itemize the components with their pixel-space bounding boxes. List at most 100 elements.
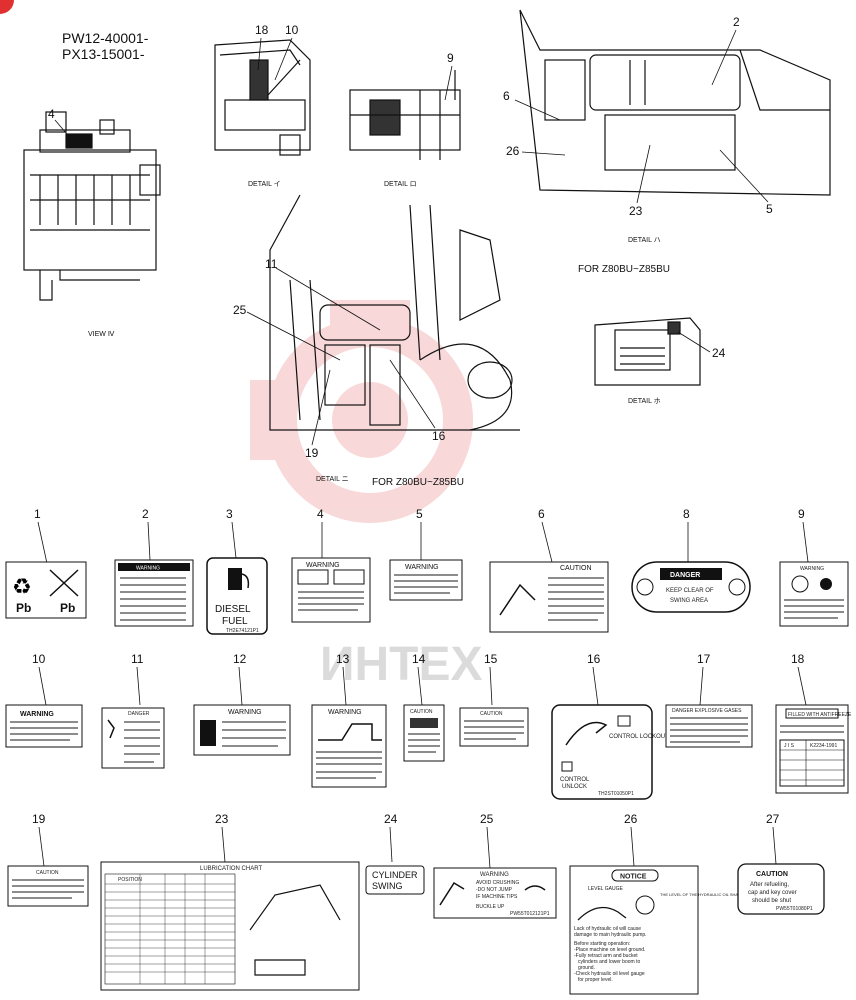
decal-19-title: CAUTION [36,870,59,876]
label-26: 26 [624,812,638,826]
detail-ha-caption: DETAIL ハ [628,237,661,244]
detail-i-drawing [214,39,311,156]
seatbelt-icon [524,885,546,891]
decal-26-l1: Lack of hydraulic oil will cause [574,926,641,932]
callout-25: 25 [233,303,247,317]
decal-12: WARNING [193,704,291,756]
decal-26-notice: NOTICE LEVEL GAUGE THE LEVEL OF THE HYDR… [569,865,785,995]
decal-26-level: LEVEL GAUGE [588,886,623,892]
decal-23-table-lines [105,874,235,984]
decal-26-l6: cylinders and lower boom to [578,959,640,965]
unlock-icon [561,761,573,772]
decal-18-antifreeze: FILLED WITH ANTIFREEZE J I S K2234-1991 [775,704,852,794]
decal-23-title: LUBRICATION CHART [200,866,262,872]
decal-27-l1: After refueling, [750,882,789,888]
decal-16-code: TH2ST01050P1 [598,791,634,797]
watermark-text: ИНТЕХ [320,638,483,691]
label-10: 10 [32,652,46,666]
decal-24-line1: CYLINDER [372,870,418,880]
decal-25-l2: -DO NOT JUMP [476,887,513,893]
decal-27-l2: cap and key cover [748,890,797,896]
serial-range-2: PX13-15001- [62,46,145,62]
decal-6: CAUTION [489,561,609,633]
label-17: 17 [697,652,711,666]
decal-9: WARNING [779,561,849,627]
decal-26-l9: for proper level. [578,977,613,983]
person-icon [107,719,115,739]
callout-4: 4 [48,107,55,121]
decal-18-title: FILLED WITH ANTIFREEZE [788,712,852,718]
decal-25-l4: BUCKLE UP [476,904,505,910]
lock-icon [617,715,631,727]
decal-6-title: CAUTION [560,565,592,572]
decal-27-code: PW55T01080P1 [776,906,813,912]
fuel-pump-icon [228,568,242,590]
decal-8-title: DANGER [670,572,700,579]
decal-17: DANGER EXPLOSIVE GASES [665,704,753,748]
decal-26-title: NOTICE [620,874,647,881]
decal-25-code: PW55T012121P1 [510,911,550,917]
label-2: 2 [142,507,149,521]
decal-18-col-2: K2234-1991 [810,743,837,749]
decal-5: WARNING [389,559,463,601]
decal-14-title: CAUTION [410,709,433,715]
decal-27-title: CAUTION [756,871,788,878]
decal-13-title: WARNING [328,709,362,716]
label-3: 3 [226,507,233,521]
label-27: 27 [766,812,780,826]
decal-3-line1: DIESEL [215,604,251,615]
detail-i-caption: DETAIL イ [248,181,281,188]
decal-1-left: Pb [16,601,31,615]
detail-ni-caption: DETAIL ニ [316,476,349,483]
label-19: 19 [32,812,46,826]
serial-header: PW12-40001- PX13-15001- [62,30,148,62]
decal-15: CAUTION [459,707,529,747]
decal-3-code: TH2E74121P1 [226,628,259,634]
decal-8-line1: KEEP CLEAR OF [666,588,714,594]
view-iv-caption: VIEW Ⅳ [88,331,115,338]
decal-19: CAUTION [7,865,89,907]
decal-26-l3: Before starting operation: [574,941,630,947]
decal-26-l8: -Check hydraulic oil level gauge [574,971,645,977]
label-25: 25 [480,812,494,826]
detail-ho-drawing [594,317,701,386]
tipping-machine-icon [439,881,465,906]
decal-3-diesel: DIESEL FUEL TH2E74121P1 [206,557,268,635]
callout-2: 2 [733,15,740,29]
label-14: 14 [412,652,426,666]
callout-24: 24 [712,346,726,360]
label-13: 13 [336,652,350,666]
decal-25: WARNING AVOID CRUSHING -DO NOT JUMP IF M… [433,867,557,919]
decal-26-l5: -Fully retract arm and bucket [574,953,638,959]
callout-11: 11 [265,257,278,271]
decal-16-control-lockout: CONTROL LOCKOUT CONTROL UNLOCK TH2ST0105… [551,704,669,800]
decal-26-l7: ground. [578,965,595,971]
decal-13: WARNING [311,704,387,788]
label-23: 23 [215,812,229,826]
callout-26: 26 [506,144,520,158]
decal-16-unlock-1: CONTROL [560,777,590,783]
detail-ni-cab [269,194,520,431]
fan-icon [791,575,809,593]
decal-10: WARNING [5,704,83,748]
decal-23-col-head: POSITION [118,877,142,883]
decal-1-right: Pb [60,601,75,615]
decal-18-col-1: J I S [784,743,795,749]
detail-ho-caption: DETAIL ホ [628,397,661,405]
decal-4-title: WARNING [306,562,340,569]
decal-25-l3: IF MACHINE TIPS [476,894,518,900]
label-1: 1 [34,507,41,521]
callout-19: 19 [305,446,319,460]
callout-23: 23 [629,204,643,218]
decal-10-title: WARNING [20,711,54,718]
decal-4: WARNING [291,557,371,623]
watermark-logo [250,300,473,523]
decal-26-side: THE LEVEL OF THE HYDRAULIC OIL SHALL BE … [660,892,785,897]
excavator-icon [499,583,536,616]
label-16: 16 [587,652,601,666]
serial-range-1: PW12-40001- [62,30,149,46]
for-model-1: FOR Z80BU~Z85BU [578,264,670,275]
view-iv-valve [23,111,161,301]
decal-23-lubrication: LUBRICATION CHART POSITION [100,861,360,991]
